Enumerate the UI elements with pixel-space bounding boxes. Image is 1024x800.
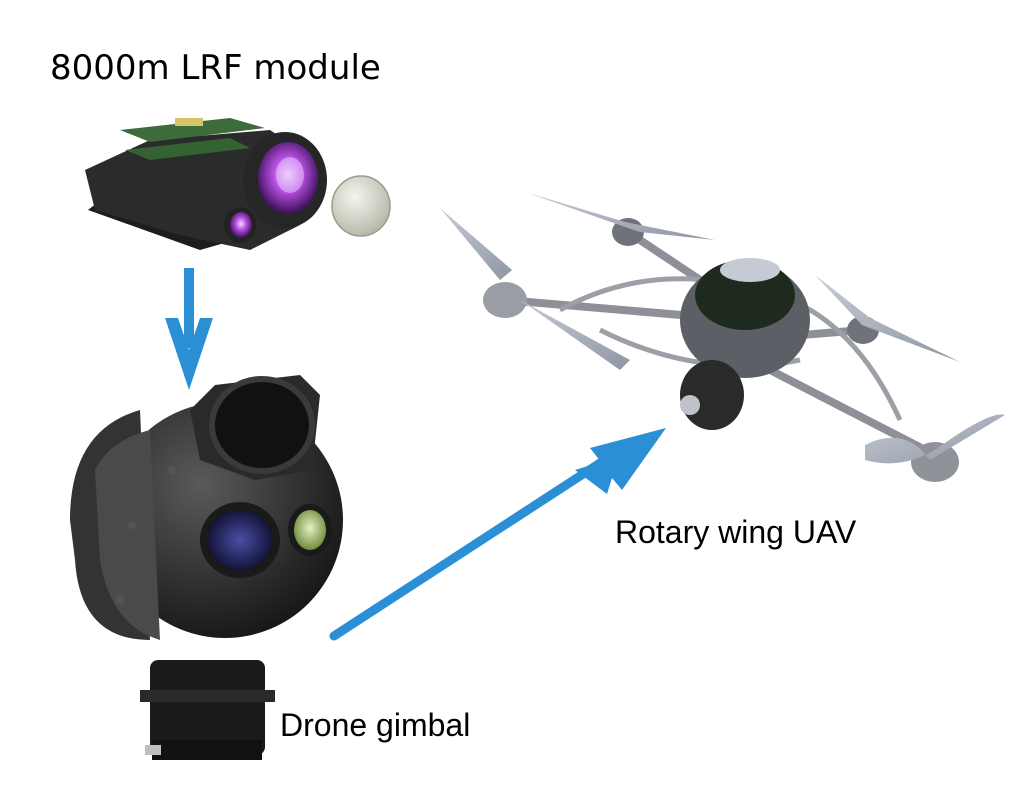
lrf-module-photo	[85, 118, 327, 250]
rotary-wing-uav-label: Rotary wing UAV	[615, 514, 857, 550]
rotary-wing-uav-photo	[440, 192, 1005, 482]
coin-photo	[331, 175, 391, 237]
arrow-diagonal-icon	[329, 428, 666, 641]
drone-gimbal-photo	[70, 375, 343, 760]
lrf-module-title: 8000m LRF module	[50, 48, 381, 88]
drone-gimbal-label: Drone gimbal	[280, 707, 471, 743]
arrow-down-icon	[165, 268, 213, 390]
